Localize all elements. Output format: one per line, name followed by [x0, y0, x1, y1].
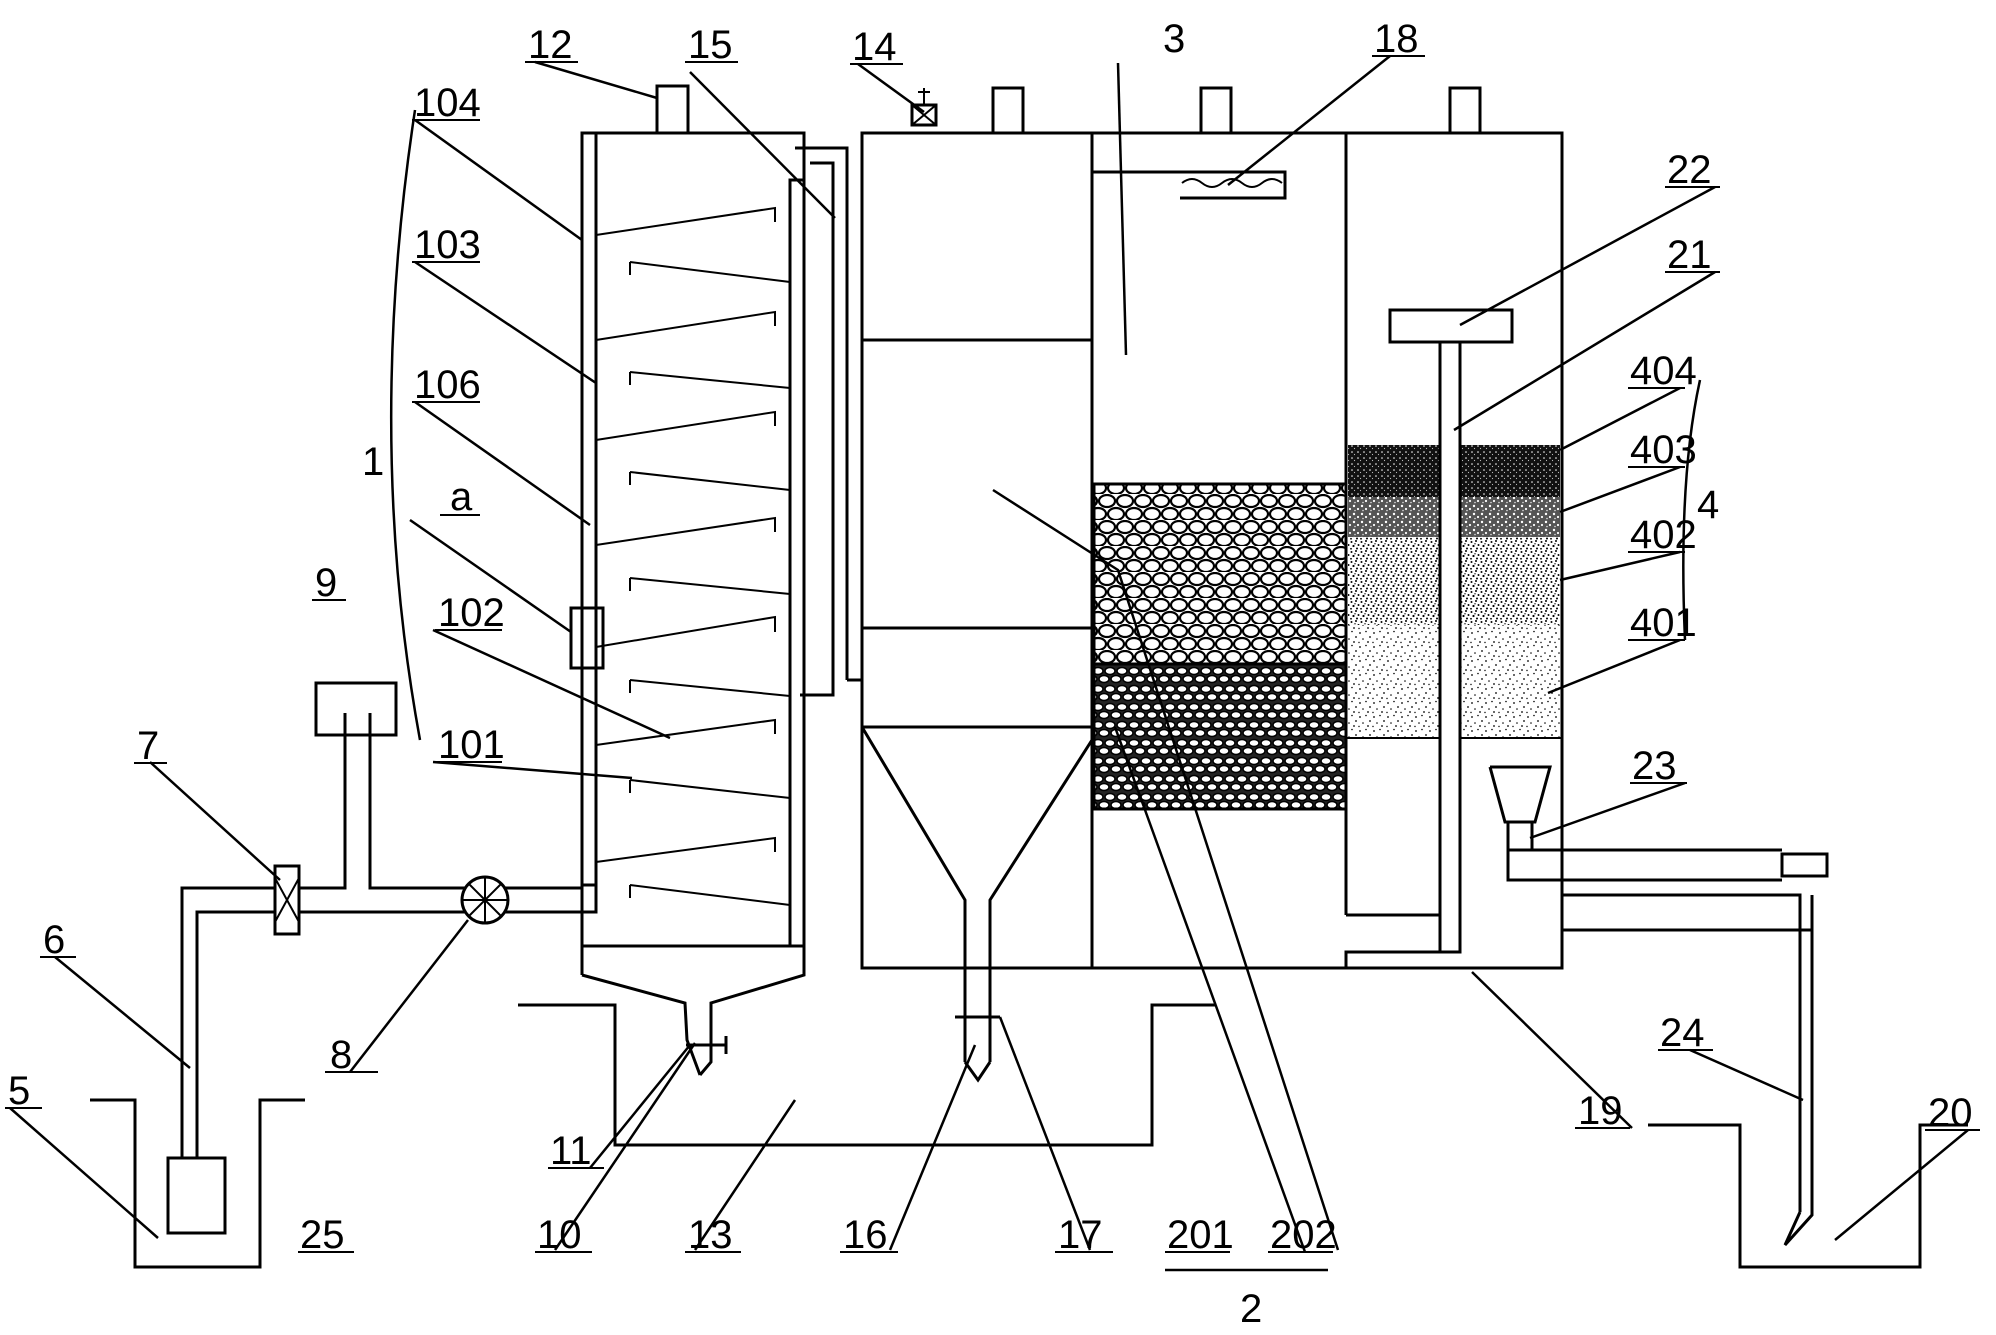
label-7: 7	[137, 724, 159, 768]
funnel-23	[1488, 765, 1829, 882]
label-8: 8	[330, 1033, 352, 1077]
label-3: 3	[1163, 17, 1185, 61]
pipe-main-feed	[299, 713, 598, 914]
label-21: 21	[1667, 233, 1712, 277]
top-vent-1	[991, 86, 1025, 135]
distributor-22	[1344, 308, 1514, 968]
tray-water-line	[1181, 178, 1283, 188]
pipe-15	[795, 146, 862, 697]
label-404: 404	[1630, 349, 1697, 393]
label-104: 104	[414, 81, 481, 125]
tank-1	[580, 84, 806, 1076]
label-103: 103	[414, 223, 481, 267]
label-106: 106	[414, 363, 481, 407]
pump-8	[460, 875, 510, 925]
label-13: 13	[688, 1213, 733, 1257]
gravel-layer-lower	[1092, 662, 1348, 811]
label-20: 20	[1928, 1091, 1973, 1135]
pump-25	[166, 1156, 227, 1235]
pit-5	[90, 1098, 305, 1269]
top-vent-2	[1199, 86, 1233, 135]
label-201: 201	[1167, 1213, 1234, 1257]
pipe-6	[180, 886, 275, 1158]
label-4: 4	[1697, 483, 1719, 527]
label-18: 18	[1374, 17, 1419, 61]
label-1: 1	[362, 440, 384, 484]
label-202: 202	[1270, 1213, 1337, 1257]
label-102: 102	[438, 591, 505, 635]
label-15: 15	[688, 23, 733, 67]
pit-13	[518, 1003, 1215, 1147]
label-22: 22	[1667, 148, 1712, 192]
label-16: 16	[843, 1213, 888, 1257]
label-2: 2	[1240, 1287, 1262, 1331]
filter-compartment-4	[1344, 133, 1564, 917]
label-5: 5	[8, 1069, 30, 1113]
label-a: a	[450, 475, 473, 519]
label-101: 101	[438, 723, 505, 767]
dosing-box-9	[314, 681, 398, 737]
label-17: 17	[1058, 1213, 1103, 1257]
label-25: 25	[300, 1213, 345, 1257]
gravel-layer-upper	[1092, 482, 1348, 666]
label-24: 24	[1660, 1011, 1705, 1055]
valve-7	[273, 864, 301, 936]
label-23: 23	[1632, 744, 1677, 788]
label-9: 9	[315, 561, 337, 605]
label-6: 6	[43, 918, 65, 962]
top-vent-3	[1448, 86, 1482, 135]
baffles	[595, 206, 791, 906]
label-401: 401	[1630, 601, 1697, 645]
leader-lines	[9, 55, 1969, 1272]
label-403: 403	[1630, 428, 1697, 472]
part-a-box	[569, 606, 605, 670]
label-19: 19	[1578, 1089, 1623, 1133]
number-labels: 12 15 14 3 18 104 103 106 a 102 101 1 9 …	[8, 17, 1973, 1331]
tray-18	[1092, 170, 1287, 200]
label-402: 402	[1630, 513, 1697, 557]
pipe-24	[1560, 893, 1814, 1247]
label-10: 10	[537, 1213, 582, 1257]
label-11: 11	[550, 1129, 592, 1173]
label-12: 12	[528, 23, 573, 67]
label-underlines	[5, 55, 1980, 1253]
tank-20	[1648, 1123, 1968, 1269]
valve-14	[910, 88, 938, 127]
label-14: 14	[852, 25, 897, 69]
